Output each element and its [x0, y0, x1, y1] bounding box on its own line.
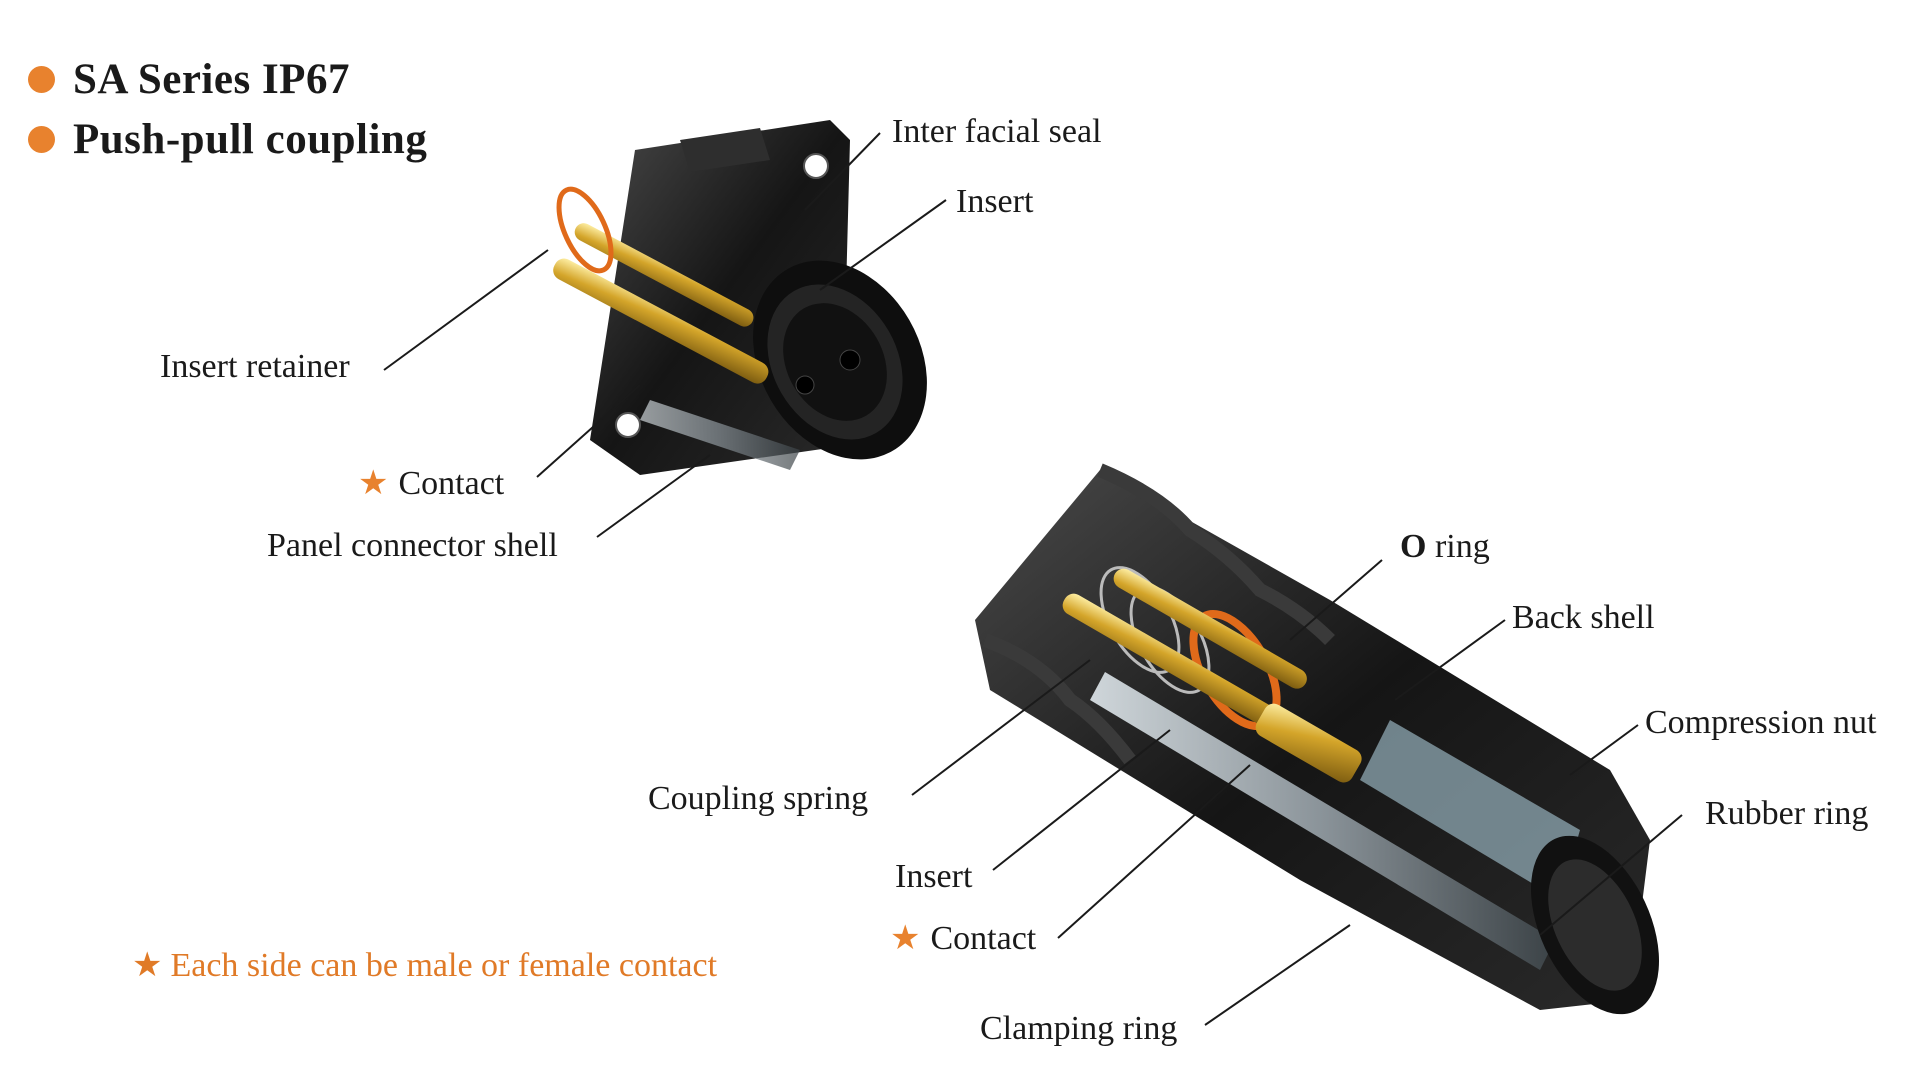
heading-series: SA Series IP67 [28, 55, 350, 104]
label-rubber-ring: Rubber ring [1705, 795, 1869, 832]
label-inter-facial-seal: Inter facial seal [892, 113, 1102, 150]
label-o-ring: O ring [1400, 530, 1490, 564]
label-clamping-ring: Clamping ring [980, 1010, 1178, 1047]
label-compression-nut: Compression nut [1645, 704, 1877, 741]
leader-lines [383, 132, 1683, 1026]
label-contact-top: ★Contact [358, 467, 504, 501]
note-text: Each side can be male or female contact [170, 947, 718, 984]
label-contact-bottom: ★Contact [890, 922, 1036, 956]
heading-series-text: SA Series IP67 [73, 56, 350, 103]
panel-connector [553, 120, 927, 475]
heading-coupling: Push-pull coupling [28, 115, 427, 164]
star-icon: ★ [358, 465, 389, 502]
label-coupling-spring: Coupling spring [648, 780, 869, 817]
note-contact: ★Each side can be male or female contact [132, 945, 717, 985]
cable-connector [975, 463, 1660, 1015]
label-contact-top-text: Contact [398, 465, 505, 502]
label-insert-top: Insert [956, 183, 1034, 220]
label-o-ring-rest: ring [1426, 528, 1490, 565]
bullet-dot [28, 66, 55, 93]
bullet-dot [28, 126, 55, 153]
label-insert-bottom: Insert [895, 858, 973, 895]
label-o-ring-bold: O [1400, 528, 1427, 565]
heading-coupling-text: Push-pull coupling [73, 116, 428, 163]
label-insert-retainer: Insert retainer [160, 348, 350, 385]
label-back-shell: Back shell [1512, 599, 1655, 636]
label-panel-connector-shell: Panel connector shell [267, 527, 558, 564]
label-contact-bottom-text: Contact [930, 920, 1037, 957]
star-icon: ★ [132, 947, 163, 984]
star-icon: ★ [890, 920, 921, 957]
